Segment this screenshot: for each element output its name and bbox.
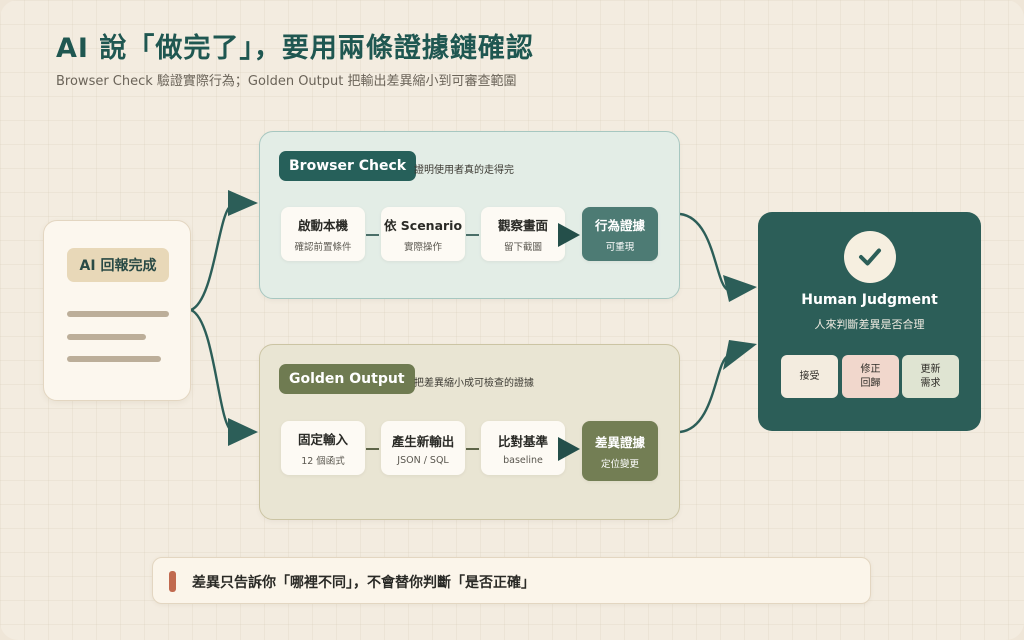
step-title: 產生新輸出 bbox=[391, 433, 455, 449]
step-connector bbox=[366, 234, 379, 236]
ai-report-card: AI 回報完成 bbox=[43, 220, 191, 401]
arrow-golden-to-human bbox=[679, 354, 729, 434]
golden-result: 差異證據 定位變更 bbox=[582, 421, 658, 481]
step-subtitle: baseline bbox=[503, 454, 543, 466]
option-accept: 接受 bbox=[781, 355, 838, 398]
result-subtitle: 定位變更 bbox=[600, 459, 639, 470]
step-connector bbox=[466, 234, 479, 236]
ai-report-label: AI 回報完成 bbox=[67, 248, 169, 282]
human-judgment-card: Human Judgment 人來判斷差異是否合理 接受 修正 回歸 更新 需求 bbox=[758, 212, 981, 431]
browser-check-label: Browser Check bbox=[279, 151, 417, 181]
step-arrow-icon bbox=[558, 437, 580, 461]
golden-step-compare: 比對基準 baseline bbox=[481, 421, 565, 475]
page-title: AI 說「做完了」，要用兩條證據鏈確認 bbox=[56, 33, 534, 64]
step-arrow-icon bbox=[558, 223, 580, 247]
step-subtitle: 確認前置條件 bbox=[294, 242, 352, 253]
golden-output-description: 把差異縮小成可檢查的證據 bbox=[414, 378, 534, 389]
option-line: 回歸 bbox=[860, 377, 881, 389]
placeholder-line bbox=[67, 334, 146, 340]
option-line: 更新 bbox=[920, 364, 941, 375]
page-subtitle: Browser Check 驗證實際行為；Golden Output 把輸出差異… bbox=[56, 74, 517, 89]
option-line: 接受 bbox=[799, 370, 820, 382]
step-connector bbox=[366, 448, 379, 450]
browser-step-observe: 觀察畫面 留下截圖 bbox=[481, 207, 565, 261]
arrow-head-human-bottom bbox=[723, 340, 757, 370]
human-judgment-title: Human Judgment bbox=[801, 292, 938, 308]
result-title: 行為證據 bbox=[594, 218, 645, 233]
step-title: 依 Scenario bbox=[383, 218, 463, 233]
arrow-ai-to-golden bbox=[190, 308, 233, 433]
option-line: 修正 bbox=[860, 364, 881, 375]
note-accent-bar bbox=[169, 571, 176, 592]
golden-output-panel: Golden Output 把差異縮小成可檢查的證據 固定輸入 12 個函式 產… bbox=[259, 344, 680, 520]
browser-check-panel: Browser Check 證明使用者真的走得完 啟動本機 確認前置條件 依 S… bbox=[259, 131, 680, 299]
step-subtitle: 12 個函式 bbox=[301, 456, 345, 467]
step-title: 固定輸入 bbox=[297, 432, 348, 447]
bottom-note: 差異只告訴你「哪裡不同」，不會替你判斷「是否正確」 bbox=[152, 557, 871, 604]
golden-step-output: 產生新輸出 JSON / SQL bbox=[381, 421, 465, 475]
result-subtitle: 可重現 bbox=[605, 242, 635, 253]
arrow-ai-to-browser bbox=[190, 203, 233, 312]
placeholder-line bbox=[67, 356, 161, 362]
step-connector bbox=[466, 448, 479, 450]
browser-result: 行為證據 可重現 bbox=[582, 207, 658, 261]
human-judgment-subtitle: 人來判斷差異是否合理 bbox=[814, 318, 925, 331]
option-update-requirement: 更新 需求 bbox=[902, 355, 959, 398]
step-title: 比對基準 bbox=[497, 433, 548, 449]
step-subtitle: 實際操作 bbox=[403, 242, 442, 253]
arrow-head-browser bbox=[228, 190, 258, 216]
option-line: 需求 bbox=[920, 377, 941, 389]
step-subtitle: JSON / SQL bbox=[397, 454, 449, 466]
step-subtitle: 留下截圖 bbox=[503, 242, 542, 253]
step-title: 觀察畫面 bbox=[497, 218, 548, 233]
note-text: 差異只告訴你「哪裡不同」，不會替你判斷「是否正確」 bbox=[192, 575, 535, 591]
option-fix-regression: 修正 回歸 bbox=[842, 355, 899, 398]
arrow-head-human-top bbox=[723, 275, 757, 302]
result-title: 差異證據 bbox=[594, 435, 645, 450]
browser-step-scenario: 依 Scenario 實際操作 bbox=[381, 207, 465, 261]
browser-check-description: 證明使用者真的走得完 bbox=[414, 165, 514, 176]
check-icon bbox=[844, 231, 896, 283]
browser-step-start: 啟動本機 確認前置條件 bbox=[281, 207, 365, 261]
golden-step-input: 固定輸入 12 個函式 bbox=[281, 421, 365, 475]
golden-output-label: Golden Output bbox=[279, 364, 415, 394]
arrow-head-golden bbox=[228, 418, 258, 446]
step-title: 啟動本機 bbox=[297, 218, 348, 233]
placeholder-line bbox=[67, 311, 169, 317]
arrow-browser-to-human bbox=[679, 212, 729, 292]
